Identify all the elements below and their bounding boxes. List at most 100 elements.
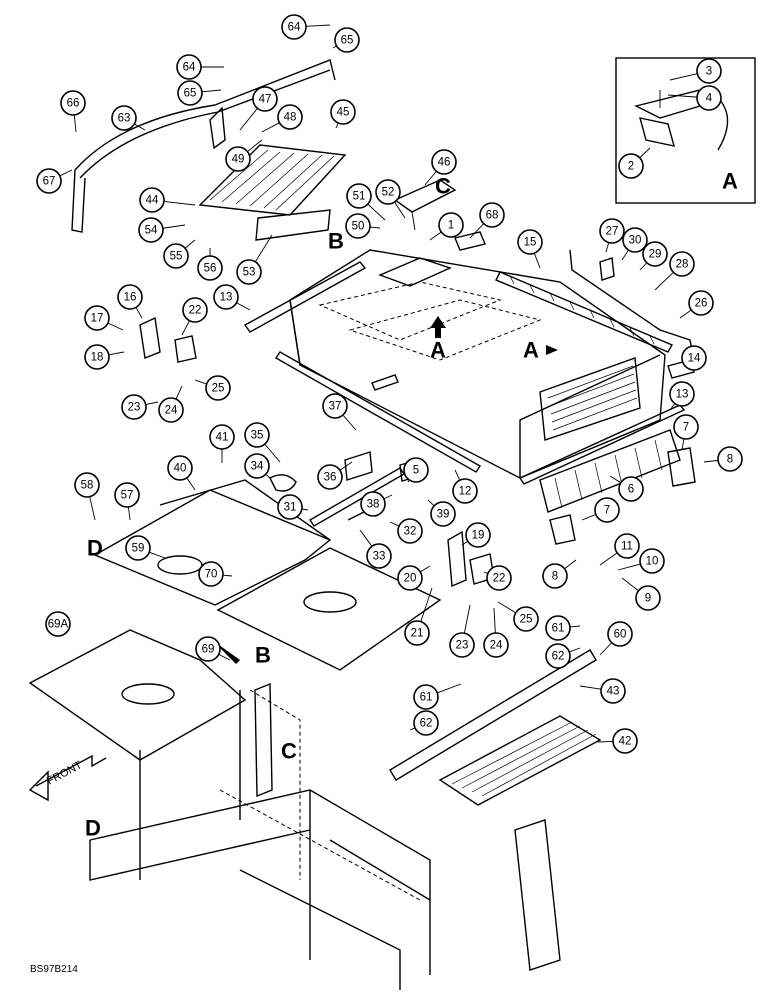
callout-leader xyxy=(109,352,124,355)
callout-16: 16 xyxy=(118,285,142,318)
callout-leader xyxy=(410,728,415,730)
hood-louver-slats xyxy=(548,366,637,430)
callout-number: 59 xyxy=(132,543,145,555)
callout-32: 32 xyxy=(390,519,422,543)
seal-12 xyxy=(276,352,480,472)
side-panel-6 xyxy=(540,430,695,544)
callout-number: 47 xyxy=(259,94,272,106)
callout-62: 62 xyxy=(410,711,438,735)
handrail-63-mount xyxy=(210,108,225,148)
callout-number: 51 xyxy=(353,191,366,203)
callout-leader xyxy=(640,263,647,270)
seal-15-ribs xyxy=(510,276,654,344)
callout-leader xyxy=(428,500,434,506)
callout-number: 69A xyxy=(48,619,69,631)
callout-45: 45 xyxy=(331,100,355,128)
callout-number: 67 xyxy=(43,176,56,188)
callout-8: 8 xyxy=(543,560,576,588)
callout-24: 24 xyxy=(159,386,183,422)
callout-number: 45 xyxy=(337,107,350,119)
callout-number: 58 xyxy=(81,480,94,492)
callout-number: 70 xyxy=(205,569,218,581)
callout-leader xyxy=(223,575,232,576)
callout-number: 50 xyxy=(352,221,365,233)
reference-letter-c: C xyxy=(435,174,451,199)
callout-leader xyxy=(600,553,617,565)
callout-number: 22 xyxy=(189,305,202,317)
callout-61: 61 xyxy=(546,616,580,640)
callout-number: 13 xyxy=(220,292,233,304)
callout-leader xyxy=(570,626,580,627)
bracket-27 xyxy=(600,258,614,280)
callout-number: 64 xyxy=(183,62,196,74)
callout-37: 37 xyxy=(323,394,356,430)
callout-number: 61 xyxy=(552,623,565,635)
callout-number: 13 xyxy=(676,389,689,401)
callout-leader xyxy=(60,170,72,176)
callout-13: 13 xyxy=(214,285,250,310)
clip-7-left xyxy=(550,515,575,544)
callout-2: 2 xyxy=(619,148,650,178)
front-arrow-label: FRONT xyxy=(45,759,84,788)
callout-5: 5 xyxy=(404,458,428,482)
callout-number: 52 xyxy=(382,187,395,199)
callout-leader xyxy=(237,303,250,310)
callout-leader xyxy=(437,684,461,693)
callout-number: 56 xyxy=(204,263,217,275)
step-44-bracket xyxy=(256,210,330,240)
callout-64: 64 xyxy=(177,55,224,79)
callout-leader xyxy=(622,250,628,260)
callout-62: 62 xyxy=(546,644,580,668)
seal-13-upper xyxy=(245,262,365,332)
callout-38: 38 xyxy=(361,492,392,516)
callout-number: 40 xyxy=(174,463,187,475)
reference-letter-b: B xyxy=(255,643,271,668)
callout-19: 19 xyxy=(462,523,490,547)
opening-59 xyxy=(158,556,202,574)
callout-leader xyxy=(149,552,165,558)
callout-59: 59 xyxy=(126,536,165,560)
callout-11: 11 xyxy=(600,534,639,565)
callout-leader xyxy=(163,225,185,228)
view-arrow-right xyxy=(546,345,558,355)
callout-leader xyxy=(108,323,123,330)
document-id: BS97B214 xyxy=(30,964,78,975)
callout-number: 69 xyxy=(202,644,215,656)
callout-8: 8 xyxy=(704,447,742,471)
callout-65: 65 xyxy=(333,28,359,52)
callout-leader xyxy=(195,380,207,384)
frame-post-right xyxy=(515,820,560,970)
callout-number: 43 xyxy=(607,686,620,698)
callout-number: 12 xyxy=(459,486,472,498)
callout-1: 1 xyxy=(430,213,463,240)
callout-23: 23 xyxy=(450,605,474,657)
callout-69: 69 xyxy=(196,637,230,661)
floor-plate-69-opening xyxy=(304,592,356,612)
hood-outline xyxy=(290,250,665,478)
callout-leader xyxy=(266,474,270,478)
hood-cover-1: A xyxy=(290,250,665,478)
callout-7: 7 xyxy=(582,498,619,522)
inset-bracket xyxy=(640,118,674,146)
callout-leader xyxy=(420,566,430,572)
callout-leader xyxy=(606,243,609,252)
inset-letter: A xyxy=(722,169,738,194)
callout-leader xyxy=(600,643,612,655)
callout-52: 52 xyxy=(376,180,405,218)
callout-leader xyxy=(187,478,195,490)
inset-detail-a: A xyxy=(616,58,755,203)
callout-number: 49 xyxy=(232,154,245,166)
callout-number: 16 xyxy=(124,292,137,304)
frame xyxy=(90,684,560,990)
callout-number: 19 xyxy=(472,530,485,542)
hood-handle xyxy=(372,375,398,390)
callout-number: 38 xyxy=(367,499,380,511)
callout-56: 56 xyxy=(198,248,222,280)
callout-number: 36 xyxy=(324,472,337,484)
callout-leader xyxy=(622,578,638,591)
callout-leader xyxy=(262,123,279,132)
callout-67: 67 xyxy=(37,169,72,193)
callout-6: 6 xyxy=(610,476,643,501)
